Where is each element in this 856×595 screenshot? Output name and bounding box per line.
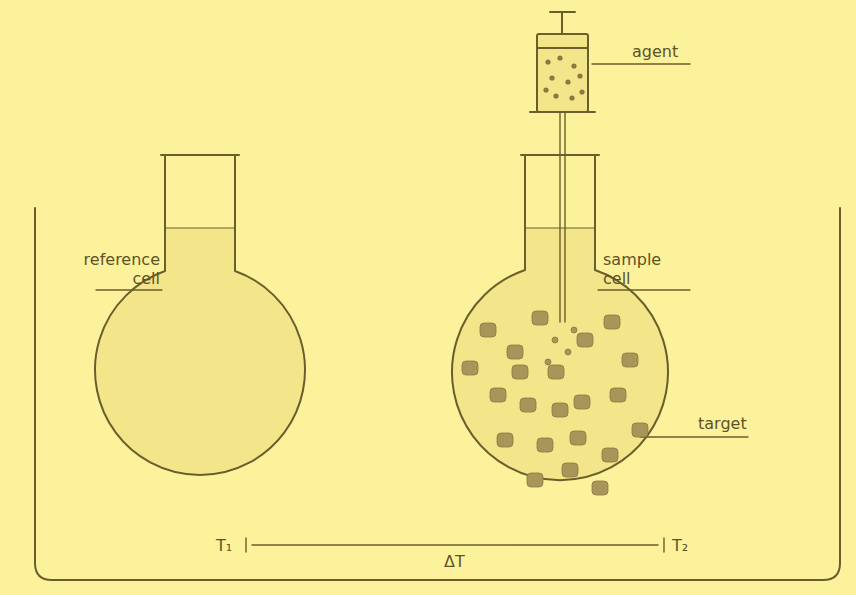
target-particle [490,388,506,402]
agent-drop [545,359,551,365]
target-particle [507,345,523,359]
agent-dot [549,75,554,80]
target-particle [520,398,536,412]
leader-line [96,289,162,290]
leader-line [640,436,748,437]
agent-dot [569,95,574,100]
part-label: agent [632,42,678,61]
agent-dot [579,89,584,94]
agent-dot [545,59,550,64]
target-particle [532,311,548,325]
target-particle [562,463,578,477]
target-particle [592,481,608,495]
part-label: T₁ [216,536,232,555]
target-particle [602,448,618,462]
agent-drop [571,327,577,333]
leader-line [592,63,690,64]
agent-drop [565,349,571,355]
agent-dot [557,55,562,60]
temperature-probe [246,538,664,552]
part-label: T₂ [672,536,688,555]
target-particle [574,395,590,409]
syringe-plunger [550,12,575,34]
water-bath [35,208,840,580]
agent-drop [552,337,558,343]
target-particles [462,311,648,495]
agent-dot [571,63,576,68]
delta-t-line [252,544,658,545]
part-label: reference cell [68,250,160,288]
target-particle [537,438,553,452]
target-particle [622,353,638,367]
target-particle [577,333,593,347]
syringe-barrel [537,34,588,112]
target-particle [548,365,564,379]
reference-level [166,227,234,228]
target-particle [552,403,568,417]
reference-flask [95,155,305,475]
part-label: ΔT [444,552,465,571]
reference-rim [161,154,239,156]
syringe-stopper [537,47,588,49]
leader-line [598,289,690,290]
agent-dot [577,73,582,78]
target-particle [480,323,496,337]
target-particle [570,431,586,445]
agent-dot [553,93,558,98]
target-particle [632,423,648,437]
target-particle [497,433,513,447]
agent-dot [543,87,548,92]
agent-dot [565,79,570,84]
part-label: sample cell [603,250,683,288]
target-particle [527,473,543,487]
target-particle [604,315,620,329]
agent-particles [543,55,584,100]
target-particle [512,365,528,379]
syringe-needle [560,112,565,322]
target-particle [462,361,478,375]
target-particle [610,388,626,402]
syringe-flange [530,111,595,113]
part-label: target [698,414,747,433]
